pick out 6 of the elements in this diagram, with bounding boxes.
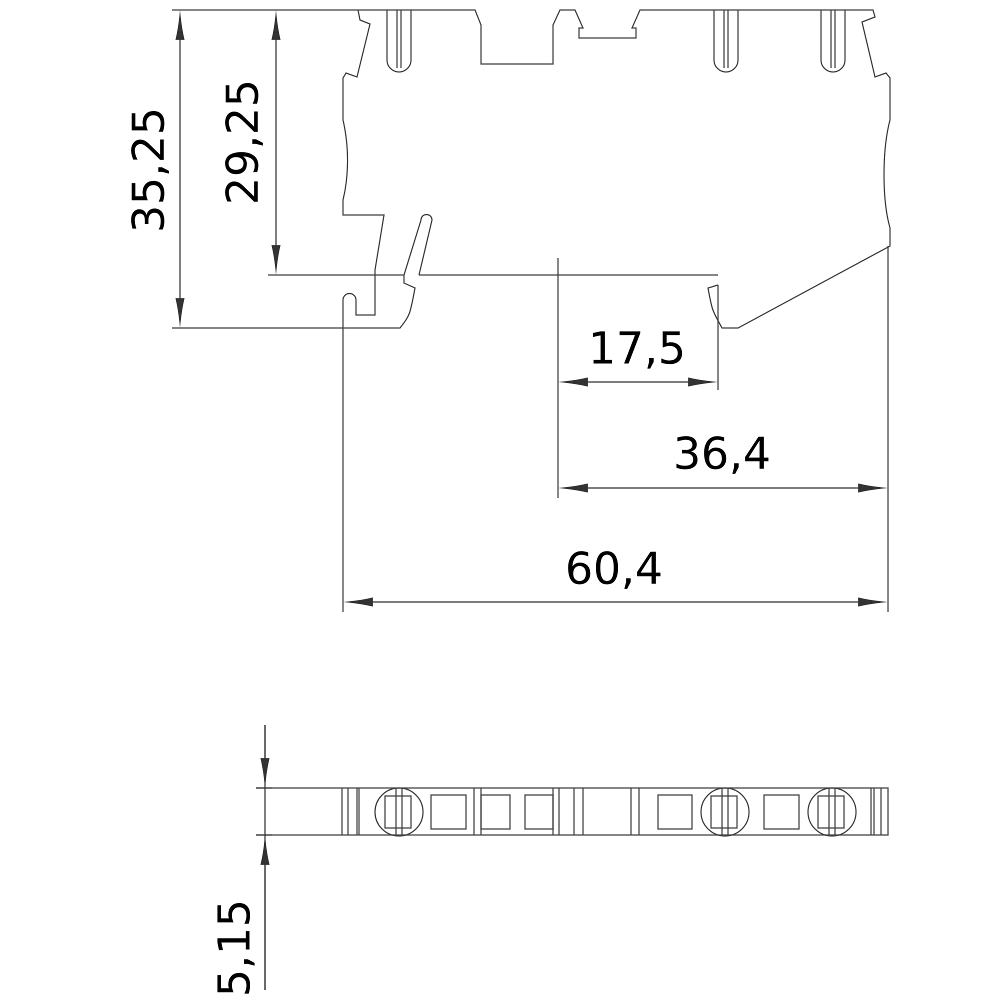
dimension-label: 60,4 <box>568 551 660 589</box>
dimension-label: 29,25 <box>225 82 263 202</box>
dimension-label: 35,25 <box>131 110 169 230</box>
dimension-label: 17,5 <box>592 331 682 369</box>
dimension-label: 5,15 <box>217 902 255 994</box>
dimension-label: 36,4 <box>676 436 768 474</box>
